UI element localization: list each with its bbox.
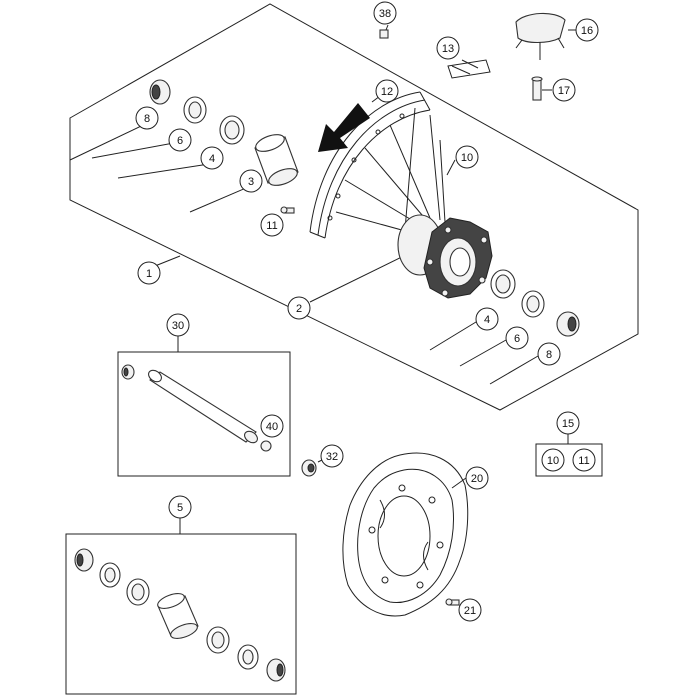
kit-spacer-sleeve — [157, 593, 199, 639]
left-distance-ring — [183, 96, 207, 124]
callout-15-item-11: 11 — [572, 448, 596, 472]
svg-text:5: 5 — [177, 502, 183, 514]
svg-text:1: 1 — [146, 268, 152, 280]
rotation-direction-arrow-icon — [318, 103, 370, 152]
left-seal-ring — [149, 79, 171, 105]
svg-text:6: 6 — [177, 135, 183, 147]
kit-distance-ring-right — [237, 644, 259, 670]
svg-text:30: 30 — [172, 320, 184, 332]
svg-text:20: 20 — [471, 473, 483, 485]
callout-3: 3 — [239, 169, 263, 193]
rim-tape-label — [447, 59, 491, 79]
axle-kit-box — [117, 351, 291, 477]
spacer-sleeve — [254, 134, 299, 186]
callout-40: 40 — [260, 414, 284, 438]
right-distance-ring — [521, 290, 545, 318]
callout-8-left: 8 — [135, 106, 159, 130]
svg-text:4: 4 — [209, 153, 215, 165]
callout-2: 2 — [287, 296, 311, 320]
callout-6-left: 6 — [168, 128, 192, 152]
svg-text:16: 16 — [581, 25, 593, 37]
callout-1: 1 — [137, 261, 161, 285]
kit-seal-ring-left — [74, 548, 94, 572]
wheel-assembly-outline — [69, 3, 639, 411]
screw-kit-box — [535, 443, 603, 477]
svg-text:40: 40 — [266, 421, 278, 433]
valve-cap — [379, 29, 389, 39]
callout-15-item-10: 10 — [541, 448, 565, 472]
svg-text:32: 32 — [326, 451, 338, 463]
callout-38: 38 — [373, 1, 397, 25]
spokes — [335, 107, 446, 236]
small-screw — [280, 206, 295, 214]
callout-11: 11 — [260, 213, 284, 237]
svg-text:10: 10 — [461, 152, 473, 164]
callout-4-right: 4 — [475, 307, 499, 331]
callout-16: 16 — [575, 18, 599, 42]
kit-bearing-left — [126, 578, 150, 606]
svg-text:2: 2 — [296, 303, 302, 315]
tyre-pressure-gauge — [515, 12, 566, 60]
svg-text:21: 21 — [464, 605, 476, 617]
callout-20: 20 — [465, 466, 489, 490]
callout-8-right: 8 — [537, 342, 561, 366]
callout-12: 12 — [375, 79, 399, 103]
svg-text:8: 8 — [144, 113, 150, 125]
svg-text:4: 4 — [484, 314, 490, 326]
right-bearing — [490, 269, 516, 299]
svg-text:3: 3 — [248, 176, 254, 188]
svg-text:12: 12 — [381, 86, 393, 98]
callout-5: 5 — [168, 495, 192, 519]
disc-screw — [445, 598, 460, 606]
svg-text:10: 10 — [547, 455, 559, 467]
svg-text:15: 15 — [562, 418, 574, 430]
svg-text:8: 8 — [546, 349, 552, 361]
kit-bearing-right — [206, 626, 230, 654]
callout-17: 17 — [552, 78, 576, 102]
callout-21: 21 — [458, 598, 482, 622]
svg-text:38: 38 — [379, 8, 391, 20]
callout-10: 10 — [455, 145, 479, 169]
callout-15: 15 — [556, 411, 580, 435]
valve-insert — [531, 76, 543, 101]
spacer-32 — [301, 459, 317, 477]
svg-text:13: 13 — [442, 43, 454, 55]
svg-text:11: 11 — [578, 455, 589, 467]
kit-seal-ring-right — [266, 658, 286, 682]
kit-distance-ring-left — [99, 562, 121, 588]
rim — [309, 91, 431, 239]
left-bearing — [219, 115, 245, 145]
svg-text:11: 11 — [266, 220, 277, 232]
wheel-spindle — [148, 369, 258, 444]
axle-nut — [121, 364, 135, 380]
spindle-screw — [260, 440, 272, 452]
bearing-kit-box — [65, 533, 297, 695]
svg-text:6: 6 — [514, 333, 520, 345]
callout-30: 30 — [166, 313, 190, 337]
hub — [397, 214, 493, 299]
callout-13: 13 — [436, 36, 460, 60]
right-seal-ring — [556, 311, 580, 337]
callout-32: 32 — [320, 444, 344, 468]
brake-disc — [342, 452, 469, 617]
svg-text:17: 17 — [558, 85, 570, 97]
callout-4-left: 4 — [200, 146, 224, 170]
callout-6-right: 6 — [505, 326, 529, 350]
